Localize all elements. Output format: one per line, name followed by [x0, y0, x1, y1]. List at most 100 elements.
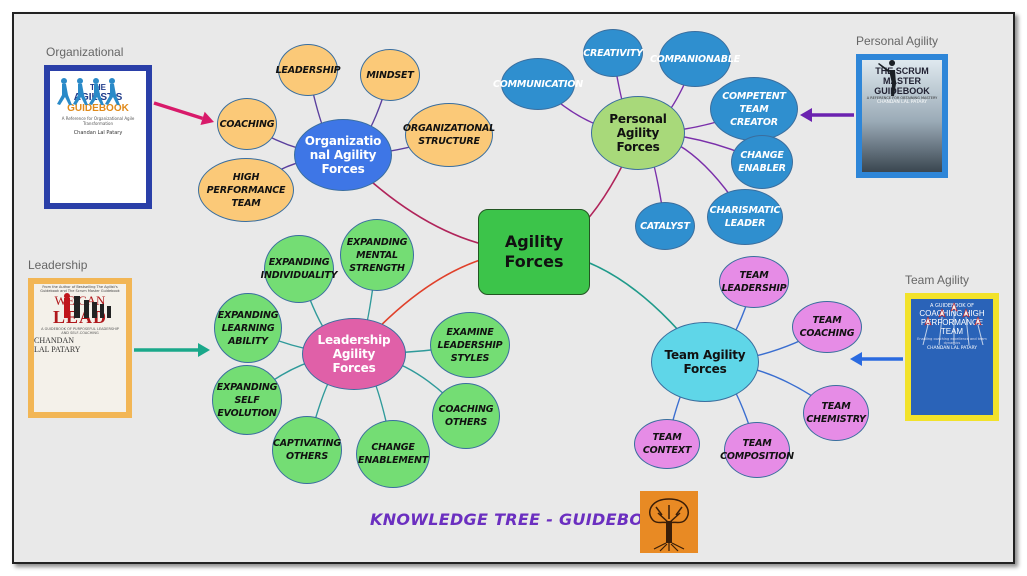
- node-label-line: TEAM CONTEXT: [642, 432, 692, 456]
- book3-top: From the Author of Bestselling The Agili…: [40, 285, 120, 293]
- node-change-enabler-label: CHANGE ENABLER: [738, 149, 786, 175]
- node-label-line: EXPANDING: [346, 236, 408, 248]
- node-label-line: EXPANDING: [216, 381, 278, 393]
- node-label-line: Forces: [616, 140, 660, 154]
- node-expanding-individuality: EXPANDING INDIVIDUALITY: [261, 235, 338, 303]
- label-leadership: Leadership: [28, 258, 88, 272]
- book4-sub: Enabling coaching excellence and team dy…: [917, 337, 987, 345]
- book3-sub: A GUIDEBOOK OF PURPOSEFUL LEADERSHIP AND…: [41, 327, 119, 335]
- node-label-line: STYLES: [450, 352, 490, 364]
- arrow-leadership-head: [198, 343, 210, 357]
- node-label-line: LEARNING: [221, 322, 275, 334]
- book-agilists-guidebook: THE AGILIST'S GUIDEBOOK A Reference for …: [44, 65, 152, 209]
- book1-sub: A Reference for Organizational Agile Tra…: [61, 116, 135, 126]
- node-label-line: Forces: [321, 162, 365, 176]
- node-label-line: TEAM: [742, 438, 772, 449]
- node-label-line: COMPANIONABLE: [650, 53, 740, 65]
- node-label-line: LEADER: [724, 218, 766, 229]
- node-label-line: Agility: [332, 347, 376, 361]
- book2-author: CHANDAN LAL PATARY: [876, 100, 928, 105]
- node-companionable-label: COMPANIONABLE: [650, 53, 740, 66]
- arrow-organizational-head: [200, 111, 214, 126]
- node-label-line: EXAMINE: [446, 326, 494, 338]
- node-label-line: Forces: [683, 362, 727, 376]
- node-label-line: ENABLER: [738, 163, 786, 174]
- arrow-team-head: [850, 352, 862, 366]
- node-label-line: MINDSET: [366, 69, 414, 81]
- arrow-organizational-shaft: [153, 101, 204, 121]
- node-label-line: Team Agility: [664, 348, 746, 362]
- node-label-line: LEADERSHIP: [721, 283, 787, 294]
- node-mindset: MINDSET: [360, 49, 420, 101]
- node-label-line: LEADERSHIP: [275, 64, 341, 76]
- node-label-line: TEAM: [231, 197, 261, 209]
- node-label-line: Leadership: [317, 333, 391, 347]
- node-label-line: COMPETENT TEAM: [722, 90, 786, 115]
- node-label-line: EXPANDING: [268, 257, 330, 268]
- book2-line2: MASTER: [883, 76, 921, 86]
- label-organizational: Organizational: [46, 45, 124, 59]
- node-label-line: EVOLUTION: [217, 407, 277, 419]
- node-creativity-label: CREATIVITY: [583, 47, 643, 60]
- footer-title: KNOWLEDGE TREE - GUIDEBOOKS: [370, 510, 682, 529]
- node-expanding-individuality-label: EXPANDING INDIVIDUALITY: [261, 256, 338, 282]
- node-label-line: CHANGE: [740, 150, 784, 161]
- center-line1: Agility: [504, 232, 564, 251]
- node-label-line: CATALYST: [640, 220, 690, 232]
- book4-line2: PERFORMANCE: [920, 318, 984, 327]
- book-scrum-master-guidebook: THE SCRUM MASTER GUIDEBOOK A REFERENCE F…: [856, 54, 948, 178]
- node-label-line: Personal: [609, 112, 667, 126]
- node-coaching: COACHING: [217, 98, 277, 150]
- node-label-line: OTHERS: [286, 451, 328, 462]
- node-label-line: nal Agility: [309, 148, 377, 162]
- book2-line1: THE SCRUM: [875, 66, 929, 76]
- node-label-line: Organizatio: [304, 134, 382, 148]
- person-silhouette-illustration: [878, 60, 896, 96]
- node-label-line: CREATOR: [730, 116, 778, 128]
- node-label-line: ABILITY: [228, 335, 268, 347]
- node-label-line: TEAM: [821, 401, 851, 412]
- node-label-line: TEAM COACHING: [799, 315, 855, 339]
- node-label-line: INDIVIDUALITY: [260, 270, 338, 281]
- node-communication: COMMUNICATION: [493, 58, 583, 110]
- jets-formation-illustration: [922, 302, 984, 345]
- node-companionable: COMPANIONABLE: [650, 31, 740, 87]
- node-creativity: CREATIVITY: [583, 29, 643, 77]
- chess-pieces-illustration: [64, 293, 111, 318]
- book3-author1: CHANDAN: [34, 336, 74, 345]
- book4-line1: COACHING HIGH: [919, 309, 985, 318]
- tree-icon: [640, 491, 698, 553]
- label-team-agility: Team Agility: [905, 273, 970, 287]
- node-label-line: ORGANIZATIONAL: [403, 123, 496, 134]
- book2-sub: A REFERENCE FOR OBTAINING MASTERY: [866, 96, 938, 100]
- node-label-line: COMMUNICATION: [493, 78, 584, 90]
- book1-line3: GUIDEBOOK: [67, 103, 129, 114]
- node-communication-label: COMMUNICATION: [493, 78, 583, 91]
- node-leadership-label: LEADERSHIP: [276, 64, 341, 77]
- node-catalyst: CATALYST: [635, 202, 695, 250]
